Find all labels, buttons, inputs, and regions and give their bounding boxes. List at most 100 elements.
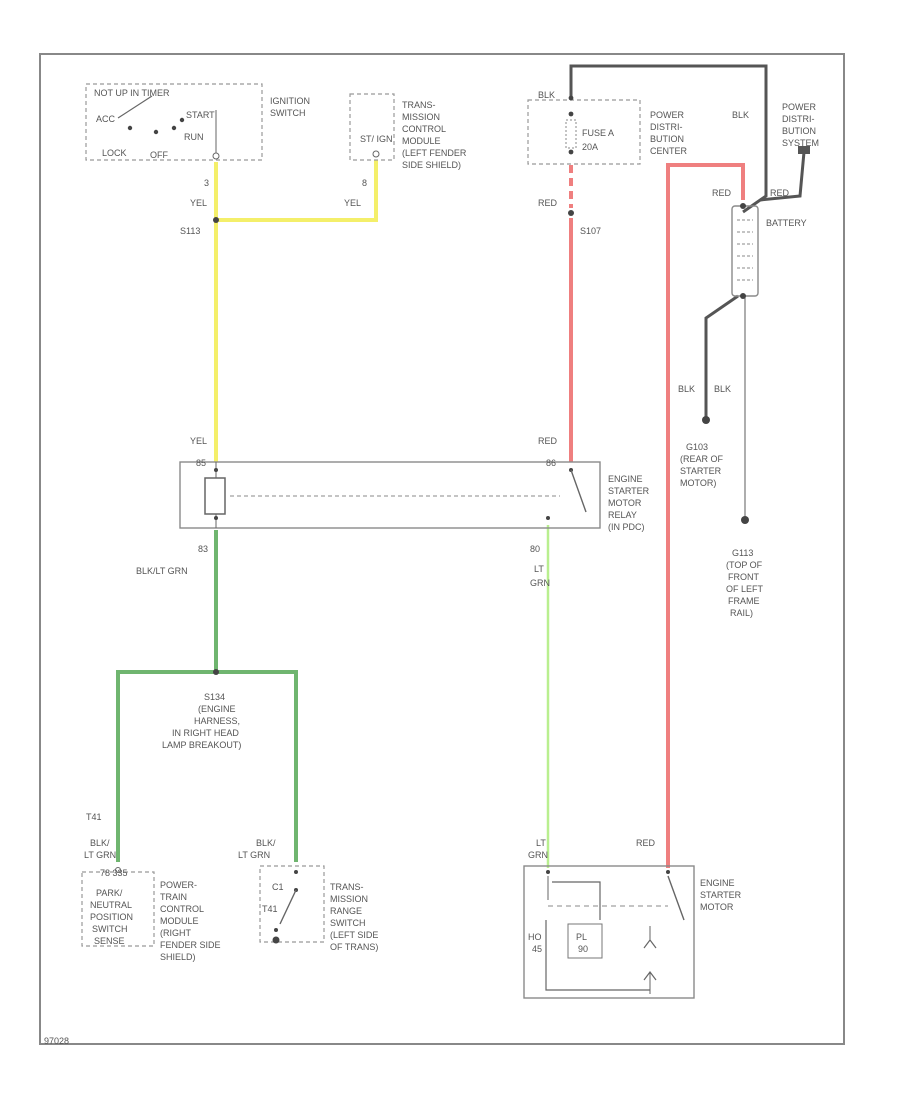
trs-pin-c1: C1: [272, 882, 284, 892]
pdc-wire-in: BLK: [538, 90, 555, 100]
pds-label-3: BUTION: [782, 126, 816, 136]
tcm-label-6: SIDE SHIELD): [402, 160, 461, 170]
pnp-label-1: PARK/: [96, 888, 123, 898]
g113-label-5: FRAME: [728, 596, 760, 606]
pdc-blk-label: BLK: [732, 110, 749, 120]
ignition-pos-run: RUN: [184, 132, 204, 142]
ptcm-label-4: MODULE: [160, 916, 199, 926]
g113-label-6: RAIL): [730, 608, 753, 618]
g103-label-4: MOTOR): [680, 478, 716, 488]
label-yel-relay: YEL: [190, 436, 207, 446]
battery-red-1: RED: [712, 188, 732, 198]
powertrain-control-module: POWER- TRAIN CONTROL MODULE (RIGHT FENDE…: [160, 880, 221, 962]
pds-label-1: POWER: [782, 102, 817, 112]
trs-label-5: (LEFT SIDE: [330, 930, 378, 940]
wire-blk-pdc-system: [759, 151, 806, 202]
engine-starter-motor: PL 90 HO 45 ENGINE STARTER MOTOR: [523, 865, 742, 999]
label-relay-out-wire: BLK/LT GRN: [136, 566, 188, 576]
ignition-switch-label-2: SWITCH: [270, 108, 306, 118]
transmission-range-switch: C1 T41 TRANS- MISSION RANGE SWITCH (LEFT…: [259, 865, 378, 952]
ptcm-label-7: SHIELD): [160, 952, 196, 962]
splice-s107-dot: [568, 210, 574, 216]
wire-blk-ground-1: [704, 294, 739, 418]
trs-label-4: SWITCH: [330, 918, 366, 928]
label-tr-wire-1: BLK/: [256, 838, 276, 848]
g113-label-2: (TOP OF: [726, 560, 763, 570]
label-starter-wire-1: LT: [536, 838, 546, 848]
label-relay-sw-pin: 80: [530, 544, 540, 554]
tcm-pin: 8: [362, 178, 367, 188]
g103-label-1: G103: [686, 442, 708, 452]
diagram-frame: [39, 53, 845, 1045]
relay-label-3: MOTOR: [608, 498, 642, 508]
ignition-pos-1: NOT UP IN TIMER: [94, 88, 170, 98]
park-neutral-position-switch-sense: 78 335 PARK/ NEUTRAL POSITION SWITCH SEN…: [81, 867, 155, 947]
pdc-label-3: BUTION: [650, 134, 684, 144]
pdc-label-1: POWER: [650, 110, 685, 120]
battery-label: BATTERY: [766, 218, 807, 228]
tcm-pin-label: ST/ IGN: [360, 134, 393, 144]
label-red-relay: RED: [538, 436, 558, 446]
pds-label-2: DISTRI-: [782, 114, 815, 124]
relay-pin-86: 86: [546, 458, 556, 468]
trs-label-6: OF TRANS): [330, 942, 378, 952]
splice-s134-label: S134 (ENGINE HARNESS, IN RIGHT HEAD LAMP…: [162, 692, 241, 750]
ground-g103: BLK BLK G103 (REAR OF STARTER MOTOR): [678, 384, 731, 488]
splice-s134-dot: [213, 669, 219, 675]
relay-label-5: (IN PDC): [608, 522, 645, 532]
pnp-label-3: POSITION: [90, 912, 133, 922]
relay-label-2: STARTER: [608, 486, 650, 496]
pdc-fuse-amps: 20A: [582, 142, 598, 152]
trs-label-1: TRANS-: [330, 882, 364, 892]
ptcm-label-2: TRAIN: [160, 892, 187, 902]
pnp-label-5: SENSE: [94, 936, 125, 946]
label-splice-s107: S107: [580, 226, 601, 236]
label-red-fuse: RED: [538, 198, 558, 208]
trs-label-2: MISSION: [330, 894, 368, 904]
label-yel-tcm: YEL: [344, 198, 361, 208]
svg-text:HARNESS,: HARNESS,: [194, 716, 240, 726]
svg-text:S134: S134: [204, 692, 225, 702]
pds-label-4: SYSTEM: [782, 138, 819, 148]
label-relay-out-pin: 83: [198, 544, 208, 554]
g103-label-2: (REAR OF: [680, 454, 724, 464]
ignition-pin: 3: [204, 178, 209, 188]
ptcm-label-1: POWER-: [160, 880, 197, 890]
ignition-pos-start: START: [186, 110, 215, 120]
relay-label-1: ENGINE: [608, 474, 643, 484]
wire-yel-tcm: [216, 160, 378, 222]
relay-label-4: RELAY: [608, 510, 637, 520]
trs-pin-t41: T41: [262, 904, 278, 914]
ptcm-label-5: (RIGHT: [160, 928, 191, 938]
g113-label-4: OF LEFT: [726, 584, 764, 594]
ptcm-label-6: FENDER SIDE: [160, 940, 221, 950]
label-pnp-wire-2: LT GRN: [84, 850, 116, 860]
starter-hold-45: 45: [532, 944, 542, 954]
starter-label-2: STARTER: [700, 890, 742, 900]
wire-blk-pdc: [569, 64, 768, 214]
g103-label-3: STARTER: [680, 466, 722, 476]
svg-text:LAMP BREAKOUT): LAMP BREAKOUT): [162, 740, 241, 750]
battery: BATTERY RED RED: [712, 188, 807, 299]
wire-red-starter: [666, 163, 745, 868]
ignition-switch-label-1: IGNITION: [270, 96, 310, 106]
pnp-label-2: NEUTRAL: [90, 900, 132, 910]
label-pnp-pin: T41: [86, 812, 102, 822]
pdc-fuse-name: FUSE A: [582, 128, 614, 138]
g113-label-1: G113: [732, 548, 753, 558]
pdc-label-2: DISTRI-: [650, 122, 683, 132]
ptcm-label-3: CONTROL: [160, 904, 204, 914]
tcm-label-1: TRANS-: [402, 100, 436, 110]
label-pnp-wire-1: BLK/: [90, 838, 110, 848]
tcm-label-3: CONTROL: [402, 124, 446, 134]
starter-field-90: 90: [578, 944, 588, 954]
tcm-label-4: MODULE: [402, 136, 441, 146]
label-splice-s113: S113: [180, 226, 200, 236]
ignition-pos-off: OFF: [150, 150, 168, 160]
svg-text:(ENGINE: (ENGINE: [198, 704, 236, 714]
figure-id: 97028: [44, 1036, 69, 1046]
tcm-label-2: MISSION: [402, 112, 440, 122]
g113-label-3: FRONT: [728, 572, 759, 582]
splice-s113-dot: [213, 217, 219, 223]
